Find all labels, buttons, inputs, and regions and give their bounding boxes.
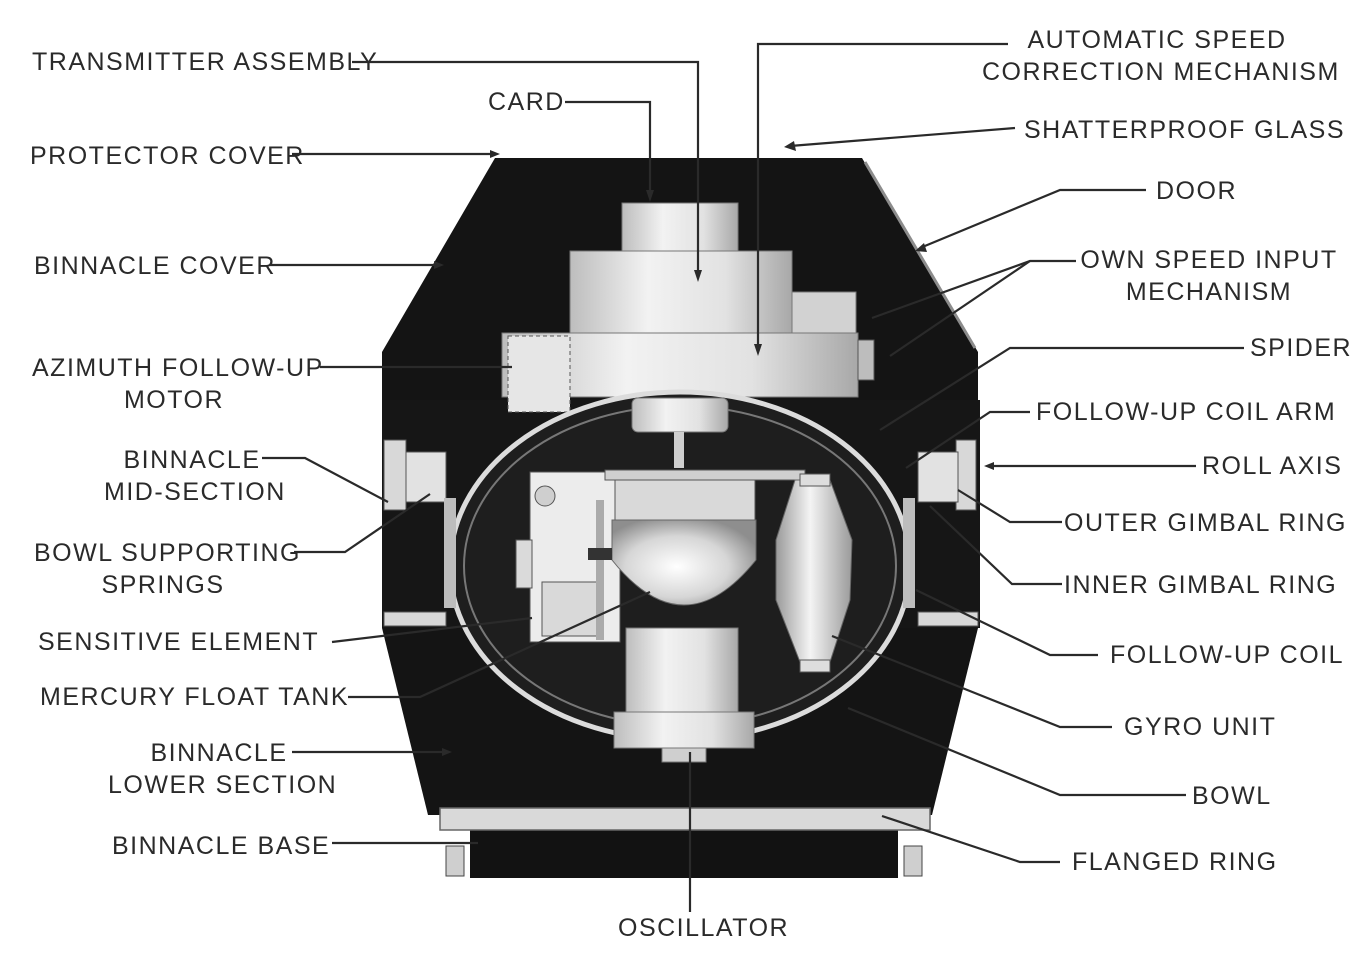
base-bolt-left: [445, 845, 465, 877]
leader-follow-up-coil: [915, 589, 1098, 657]
label-automatic-speed-correction: AUTOMATIC SPEED CORRECTION MECHANISM: [982, 24, 1340, 88]
label-lower-line-2: LOWER SECTION: [108, 771, 338, 799]
label-own-speed-line-2: MECHANISM: [1125, 278, 1293, 306]
sensitive-element-side: [515, 539, 533, 589]
label-spider: SPIDER: [1250, 334, 1353, 362]
gyro-cap-top: [799, 473, 831, 487]
label-mercury-float-tank: MERCURY FLOAT TANK: [40, 683, 350, 711]
base-bolt-right: [903, 845, 923, 877]
leader-transmitter-assembly: [352, 60, 700, 275]
oscillator-column: [625, 627, 739, 715]
label-azimuth-line-1: AZIMUTH FOLLOW-UP: [32, 354, 324, 382]
left-mount-block-inner: [405, 451, 447, 503]
leader-sensitive-element: [331, 616, 533, 644]
label-flanged-ring: FLANGED RING: [1072, 848, 1278, 876]
label-gyro-unit: GYRO UNIT: [1124, 713, 1277, 741]
label-binnacle-lower-section: BINNACLE LOWER SECTION: [108, 737, 338, 801]
label-binnacle-cover: BINNACLE COVER: [34, 252, 276, 280]
leader-spider: [879, 346, 1244, 431]
bowl-rim-right: [903, 498, 915, 608]
spider-shape: [631, 397, 729, 433]
label-door: DOOR: [1156, 177, 1237, 205]
label-bowl-supporting-springs: BOWL SUPPORTING SPRINGS: [34, 537, 301, 601]
azimuth-motor-shape: [507, 335, 571, 413]
label-oscillator: OSCILLATOR: [618, 914, 790, 942]
transmitter-assembly-shape: [569, 250, 793, 336]
mercury-float-tank-shape: [611, 519, 757, 606]
leader-flanged-ring: [881, 814, 1060, 864]
right-ledge: [917, 611, 979, 627]
flanged-ring-shape: [439, 807, 931, 831]
label-sensitive-element: SENSITIVE ELEMENT: [38, 628, 320, 656]
label-card: CARD: [488, 88, 565, 116]
label-bowl: BOWL: [1192, 782, 1272, 810]
left-ledge: [383, 611, 447, 627]
top-linkage: [604, 469, 806, 481]
leader-bowl: [847, 706, 1186, 797]
leader-bowl-springs: [294, 493, 431, 554]
label-shatterproof-glass: SHATTERPROOF GLASS: [1024, 116, 1346, 144]
gyro-cap-bottom: [799, 659, 831, 673]
spider-shaft: [674, 432, 684, 468]
binnacle-base-shape: [470, 826, 898, 878]
own-speed-knob: [857, 339, 875, 381]
vertical-rod: [596, 500, 604, 640]
leader-door: [919, 188, 1146, 250]
label-binnacle-base: BINNACLE BASE: [112, 832, 331, 860]
leader-shatterproof: [789, 126, 1016, 148]
shatterproof-glass-edge: [863, 161, 977, 349]
leader-mercury-float: [348, 590, 651, 699]
card-top: [621, 202, 739, 254]
leader-own-speed-b: [889, 260, 1031, 357]
label-follow-up-coil: FOLLOW-UP COIL: [1110, 641, 1345, 669]
label-springs-line-1: BOWL SUPPORTING: [34, 539, 301, 567]
leader-inner-gimbal: [929, 505, 1062, 586]
leader-gyro-unit: [831, 634, 1112, 729]
leader-lines: [262, 42, 1244, 912]
label-follow-up-coil-arm: FOLLOW-UP COIL ARM: [1036, 398, 1337, 426]
bowl-rim-left: [444, 498, 456, 608]
label-protector-cover: PROTECTOR COVER: [30, 142, 305, 170]
label-own-speed-input-mechanism: OWN SPEED INPUT MECHANISM: [1080, 244, 1338, 308]
rod-collar: [588, 548, 612, 560]
label-inner-gimbal-ring: INNER GIMBAL RING: [1064, 571, 1338, 599]
label-auto-line-2: CORRECTION MECHANISM: [982, 58, 1340, 86]
label-azimuth-follow-up-motor: AZIMUTH FOLLOW-UP MOTOR: [32, 352, 324, 416]
label-mid-line-1: BINNACLE: [123, 446, 261, 474]
label-auto-line-1: AUTOMATIC SPEED: [1027, 26, 1287, 54]
leader-outer-gimbal: [957, 489, 1062, 524]
label-roll-axis: ROLL AXIS: [1202, 452, 1343, 480]
label-binnacle-mid-section: BINNACLE MID-SECTION: [104, 444, 286, 508]
label-lower-line-1: BINNACLE: [150, 739, 288, 767]
leader-card: [565, 100, 652, 196]
linkage-pivot: [534, 485, 556, 507]
label-own-speed-line-1: OWN SPEED INPUT: [1080, 246, 1338, 274]
label-azimuth-line-2: MOTOR: [123, 386, 225, 414]
transmitter-side-block: [791, 291, 857, 339]
arrowheads: [434, 141, 994, 756]
label-mid-line-2: MID-SECTION: [104, 478, 286, 506]
leader-auto-speed: [756, 42, 1008, 350]
label-outer-gimbal-ring: OUTER GIMBAL RING: [1064, 509, 1347, 537]
right-mount-block-inner: [917, 451, 959, 503]
oscillator-foot: [661, 747, 707, 763]
float-tank-top: [614, 479, 756, 521]
oscillator-base: [613, 711, 755, 749]
leader-follow-up-arm: [905, 410, 1030, 469]
left-mount-block: [383, 439, 407, 511]
label-transmitter-assembly: TRANSMITTER ASSEMBLY: [32, 48, 379, 76]
label-springs-line-2: SPRINGS: [101, 571, 225, 599]
leader-mid-section: [262, 456, 389, 503]
